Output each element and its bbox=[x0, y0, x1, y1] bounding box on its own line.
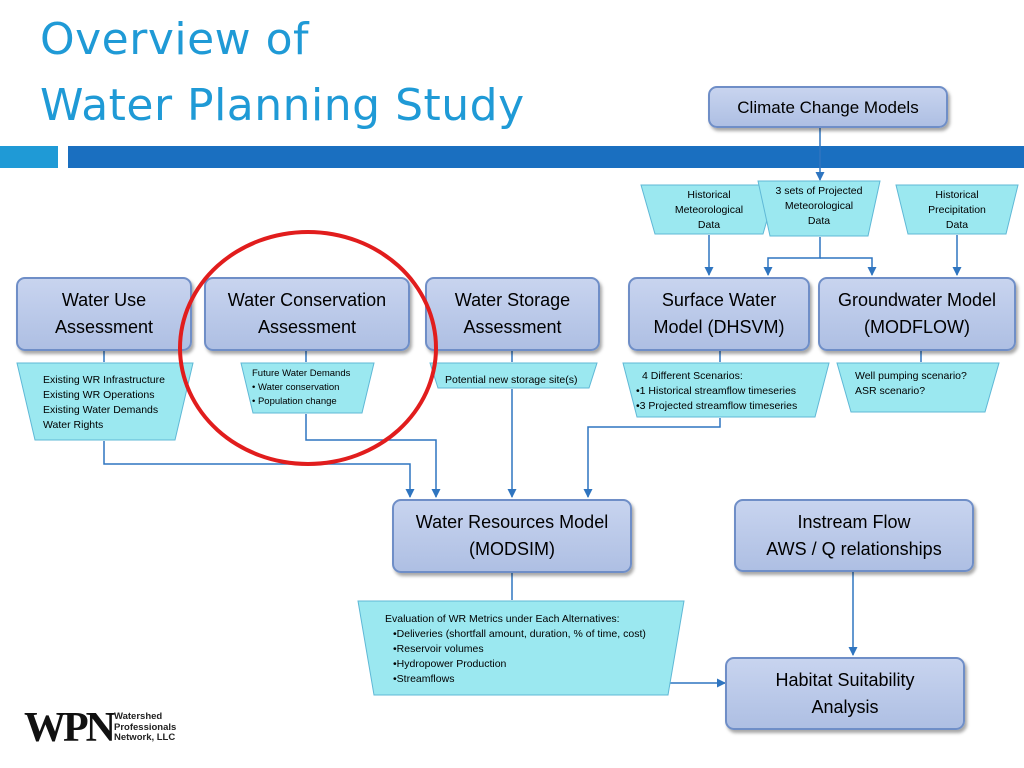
historical-meteorological-data: Historical Meteorological Data bbox=[640, 184, 778, 235]
logo-line-2: Professionals bbox=[114, 721, 177, 733]
title-line-2: Water Planning Study bbox=[40, 80, 525, 131]
water-resources-model-box: Water Resources Model (MODSIM) bbox=[392, 499, 632, 573]
water-storage-assessment-box: Water Storage Assessment bbox=[425, 277, 600, 351]
water-use-note-line-4: Water Rights bbox=[43, 419, 104, 431]
evaluation-note: Evaluation of WR Metrics under Each Alte… bbox=[357, 600, 685, 696]
trapezoid-shape bbox=[357, 600, 685, 696]
water-use-note-line-3: Existing Water Demands bbox=[43, 404, 159, 416]
habitat-suitability-analysis-box: Habitat Suitability Analysis bbox=[725, 657, 965, 730]
logo-mark: WPN bbox=[24, 705, 116, 751]
water-use-note: Existing WR Infrastructure Existing WR O… bbox=[16, 362, 194, 441]
trapezoid-shape bbox=[836, 362, 1000, 413]
water-use-note-line-1: Existing WR Infrastructure bbox=[43, 374, 165, 386]
trapezoid-shape bbox=[895, 184, 1019, 235]
arrow-wateruse-to-wrm bbox=[103, 441, 415, 498]
trapezoid-shape bbox=[757, 180, 881, 237]
hist-met-line-1: Historical bbox=[687, 189, 731, 201]
groundwater-model-box: Groundwater Model (MODFLOW) bbox=[818, 277, 1016, 351]
water-use-assessment-box: Water Use Assessment bbox=[16, 277, 192, 351]
arrow-projected-to-ground bbox=[820, 257, 877, 276]
climate-change-models-box: Climate Change Models bbox=[708, 86, 948, 128]
water-use-note-line-2: Existing WR Operations bbox=[43, 389, 155, 401]
evaluation-note-line-1: Evaluation of WR Metrics under Each Alte… bbox=[385, 613, 620, 625]
hist-precip-line-3: Data bbox=[945, 219, 969, 231]
surface-water-model-box: Surface Water Model (DHSVM) bbox=[628, 277, 810, 351]
surface-note-line-2: •1 Historical streamflow timeseries bbox=[636, 385, 797, 397]
hist-precip-line-2: Precipitation bbox=[928, 204, 986, 216]
surface-note-line-3: •3 Projected streamflow timeseries bbox=[636, 400, 798, 412]
historical-precipitation-data: Historical Precipitation Data bbox=[895, 184, 1019, 235]
projected-meteorological-data: 3 sets of Projected Meteorological Data bbox=[757, 180, 881, 237]
proj-met-line-2: Meteorological bbox=[784, 200, 854, 212]
hist-met-line-3: Data bbox=[697, 219, 721, 231]
groundwater-note-line-1: Well pumping scenario? bbox=[855, 370, 967, 382]
evaluation-note-line-2: •Deliveries (shortfall amount, duration,… bbox=[393, 628, 646, 640]
trapezoid-shape bbox=[640, 184, 778, 235]
instream-flow-box: Instream Flow AWS / Q relationships bbox=[734, 499, 974, 572]
trapezoid-shape bbox=[16, 362, 194, 441]
surface-water-note: 4 Different Scenarios: •1 Historical str… bbox=[622, 362, 830, 418]
proj-met-line-3: Data bbox=[807, 215, 831, 227]
storage-note: Potential new storage site(s) bbox=[429, 362, 598, 389]
logo-line-3: Network, LLC bbox=[114, 732, 176, 743]
surface-note-line-1: 4 Different Scenarios: bbox=[642, 370, 743, 382]
storage-note-line-1: Potential new storage site(s) bbox=[445, 374, 578, 386]
header-bar bbox=[68, 146, 1024, 168]
hist-met-line-2: Meteorological bbox=[674, 204, 744, 216]
wpn-logo: WPN Watershed Professionals Network, LLC bbox=[22, 702, 192, 756]
evaluation-note-line-3: •Reservoir volumes bbox=[393, 643, 484, 655]
evaluation-note-line-4: •Hydropower Production bbox=[393, 658, 507, 670]
arrow-projected-to-surface bbox=[763, 237, 821, 276]
hist-precip-line-1: Historical bbox=[935, 189, 979, 201]
trapezoid-shape bbox=[429, 362, 598, 389]
accent-bar bbox=[0, 146, 58, 168]
proj-met-line-1: 3 sets of Projected bbox=[775, 185, 863, 197]
logo-line-1: Watershed bbox=[114, 711, 163, 722]
logo-wordmark: Watershed Professionals Network, LLC bbox=[114, 711, 177, 744]
arrow-surface-to-wrm bbox=[583, 418, 721, 498]
highlight-circle bbox=[178, 230, 438, 466]
groundwater-note: Well pumping scenario? ASR scenario? bbox=[836, 362, 1000, 413]
groundwater-note-line-2: ASR scenario? bbox=[855, 385, 926, 397]
title-line-1: Overview of bbox=[40, 14, 310, 65]
evaluation-note-line-5: •Streamflows bbox=[393, 673, 455, 685]
trapezoid-shape bbox=[622, 362, 830, 418]
